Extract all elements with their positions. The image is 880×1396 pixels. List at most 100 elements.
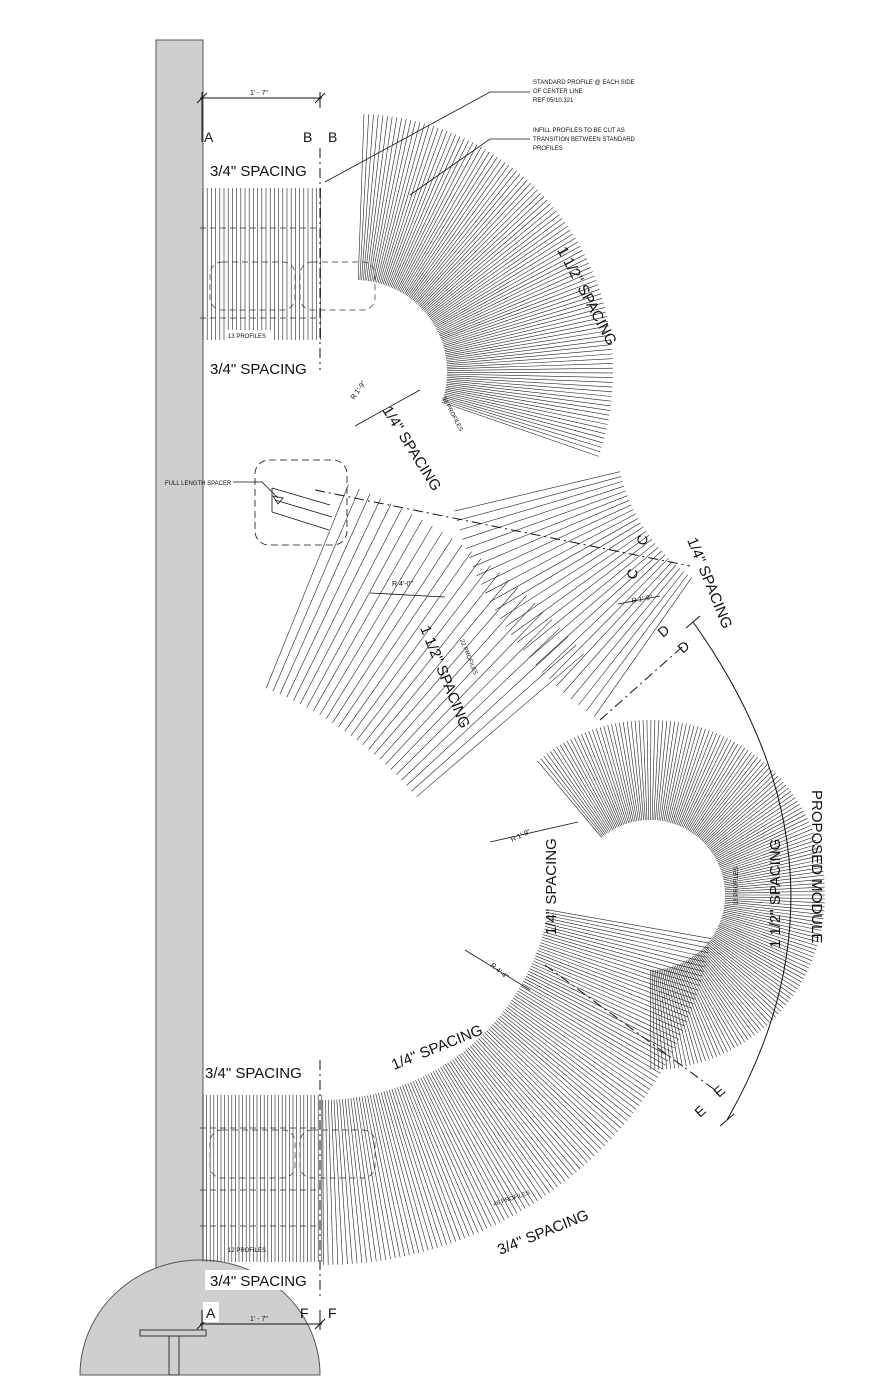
radius-r1: R 1'-9" <box>350 380 368 402</box>
profile-slat <box>342 1099 358 1264</box>
profile-slat <box>446 358 613 368</box>
profile-slat <box>446 382 612 402</box>
profile-slat <box>722 914 819 943</box>
profile-slat <box>705 778 782 846</box>
profile-slat <box>504 1009 637 1110</box>
profile-slat <box>584 732 623 826</box>
profile-slat <box>688 745 742 832</box>
spacing-bottom-outer: 3/4" SPACING <box>495 1207 591 1259</box>
profile-slat <box>461 1052 562 1185</box>
profile-slat <box>499 1015 628 1121</box>
profile-slat <box>656 969 668 1070</box>
profile-slat <box>293 503 392 701</box>
profile-slat <box>682 962 728 1053</box>
profile-slat <box>630 720 643 821</box>
profile-slat <box>306 514 413 708</box>
profile-slat <box>430 225 568 321</box>
profile-slat <box>505 530 647 627</box>
profile-slat <box>724 867 823 884</box>
profile-slat <box>653 720 660 821</box>
profile-slat <box>378 1092 420 1253</box>
radius-r4: R 1'-9" <box>510 828 532 843</box>
profile-slat <box>547 915 710 949</box>
profile-slat <box>722 913 820 939</box>
profile-slat <box>446 344 612 363</box>
profile-slat <box>446 375 613 383</box>
profile-slat <box>427 1073 505 1221</box>
wall <box>155 39 204 1376</box>
profile-slat <box>444 1064 534 1204</box>
profile-slat <box>422 1076 497 1225</box>
profile-slat <box>556 561 673 687</box>
profile-slat <box>488 1028 609 1143</box>
profile-slat <box>537 760 603 838</box>
profile-slat <box>465 490 626 549</box>
profile-slat <box>492 1024 615 1136</box>
profile-slat <box>681 736 725 828</box>
profile-slat <box>388 1089 438 1248</box>
profile-slat <box>474 1042 584 1166</box>
profile-slat <box>482 1034 599 1153</box>
profile-slat <box>435 245 581 328</box>
profile-slat <box>724 903 824 916</box>
profile-slat <box>328 1099 334 1265</box>
profile-slat <box>540 758 604 837</box>
profile-slat <box>379 595 527 760</box>
profile-slat <box>382 126 434 285</box>
profile-slat <box>445 325 609 356</box>
profile-slat <box>446 371 614 374</box>
profile-slat <box>391 1089 443 1247</box>
profile-slat <box>679 734 721 827</box>
profile-slat <box>389 132 452 287</box>
profile-slat <box>710 939 792 1000</box>
profile-slat <box>499 526 644 619</box>
profile-slat <box>406 636 569 786</box>
profile-slat <box>406 159 502 297</box>
profile-slat <box>446 353 613 366</box>
profile-slat <box>442 1065 530 1207</box>
profile-slat <box>427 214 560 317</box>
profile-slat <box>607 725 633 823</box>
profile-slat <box>347 1098 367 1263</box>
profile-slat <box>418 186 535 307</box>
profile-slat <box>546 920 708 958</box>
profile-slat <box>445 385 611 411</box>
radius-r5: R 4'-4" <box>489 962 510 981</box>
profile-slat <box>517 990 659 1078</box>
profile-slat <box>397 1087 452 1244</box>
note-infill-2: TRANSITION BETWEEN STANDARD <box>533 137 636 143</box>
profile-slat <box>723 859 822 881</box>
profile-slat <box>446 378 613 393</box>
profile-slat <box>670 726 699 823</box>
profile-slat <box>705 944 782 1012</box>
profile-slat <box>443 298 603 346</box>
profile-slat <box>546 917 709 954</box>
profile-slat <box>670 967 699 1064</box>
section-mark-a-bottom: A <box>206 1305 216 1321</box>
leader-lines <box>233 91 661 991</box>
profile-slat <box>724 890 826 894</box>
profile-slat <box>486 1030 605 1147</box>
profile-slat <box>724 874 824 887</box>
profile-slat <box>338 544 463 728</box>
profile-slat <box>556 746 611 832</box>
profile-slat <box>658 969 671 1069</box>
profile-slat <box>541 939 699 991</box>
spacing-arc3-inner: 1/4" SPACING <box>543 838 560 935</box>
profile-slat <box>656 720 668 821</box>
note-infill-1: INFILL PROFILES TO BE CUT AS <box>533 128 625 134</box>
profile-slat <box>480 509 634 585</box>
profile-slat <box>593 577 693 717</box>
profile-slat <box>525 975 673 1053</box>
profile-slat <box>442 400 601 453</box>
profile-slat <box>723 863 823 882</box>
profile-slat <box>720 919 816 954</box>
profile-slat <box>697 952 762 1031</box>
profile-slat <box>412 170 517 301</box>
profile-slat <box>399 146 482 292</box>
profile-slat <box>429 221 566 319</box>
profile-slat <box>472 1043 581 1170</box>
profile-slat <box>446 363 613 370</box>
profile-slat <box>439 271 593 337</box>
profile-slat <box>520 985 664 1070</box>
